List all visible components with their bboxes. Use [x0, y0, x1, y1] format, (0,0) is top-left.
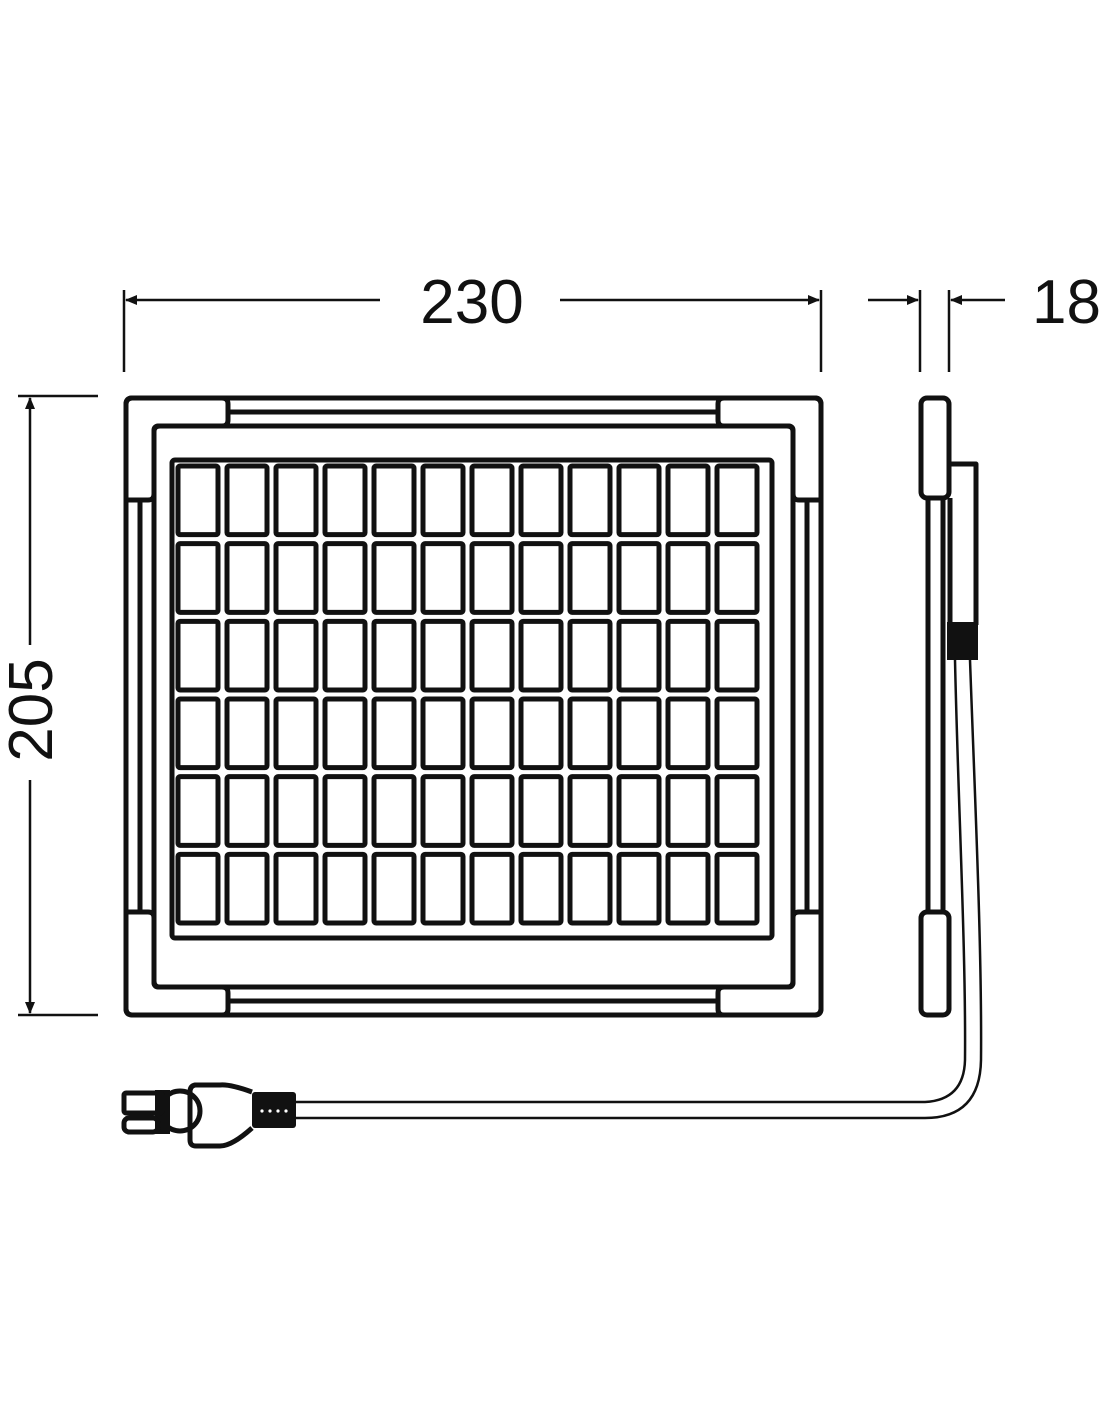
cable-strain-relief: [947, 622, 978, 660]
solar-cell: [616, 774, 662, 848]
solar-cell: [469, 618, 515, 693]
solar-cell: [224, 463, 270, 538]
solar-cell: [420, 618, 466, 693]
solar-cell: [616, 618, 662, 693]
solar-cell: [322, 463, 368, 538]
solar-cell: [518, 696, 564, 771]
solar-cell: [175, 696, 221, 771]
connector-plug-icon: [121, 1082, 296, 1149]
solar-cell: [518, 541, 564, 615]
solar-cell: [322, 541, 368, 615]
height-label: 205: [0, 658, 66, 761]
width-label: 230: [420, 268, 523, 337]
solar-cell: [420, 541, 466, 615]
solar-cell: [469, 696, 515, 771]
solar-cell: [420, 696, 466, 771]
solar-cell: [175, 463, 221, 538]
solar-cell: [567, 541, 613, 615]
solar-cell: [175, 618, 221, 693]
solar-cell: [616, 851, 662, 926]
solar-cell: [322, 851, 368, 926]
panel-front-view: [123, 395, 824, 1018]
solar-cell: [371, 774, 417, 848]
solar-cell: [567, 696, 613, 771]
solar-cell: [518, 851, 564, 926]
solar-cell: [616, 463, 662, 538]
corner-brackets: [123, 395, 824, 1018]
solar-cell: [518, 618, 564, 693]
solar-cell: [175, 541, 221, 615]
cable: [295, 659, 983, 1120]
solar-cell: [714, 774, 760, 848]
solar-cell: [420, 463, 466, 538]
solar-cell: [273, 463, 319, 538]
solar-cell: [273, 541, 319, 615]
solar-cell: [322, 774, 368, 848]
solar-cell: [371, 618, 417, 693]
solar-cell: [665, 696, 711, 771]
solar-cell: [371, 541, 417, 615]
solar-cell: [567, 851, 613, 926]
solar-cell: [665, 851, 711, 926]
solar-cell: [224, 774, 270, 848]
solar-cell: [175, 851, 221, 926]
solar-cell: [224, 541, 270, 615]
solar-cell: [616, 696, 662, 771]
solar-cell: [273, 851, 319, 926]
solar-cell: [714, 463, 760, 538]
solar-cell: [469, 463, 515, 538]
solar-cell: [371, 696, 417, 771]
solar-cell: [567, 618, 613, 693]
solar-cell: [714, 541, 760, 615]
solar-cell: [665, 463, 711, 538]
solar-cell: [175, 774, 221, 848]
depth-dimension: 18: [868, 268, 1100, 372]
solar-cell: [224, 696, 270, 771]
solar-cell: [665, 774, 711, 848]
solar-cell: [665, 541, 711, 615]
solar-cell: [273, 774, 319, 848]
height-dimension: 205: [0, 394, 98, 1017]
solar-cell: [420, 774, 466, 848]
solar-cell: [469, 541, 515, 615]
solar-cell: [567, 463, 613, 538]
solar-cell: [714, 696, 760, 771]
solar-cell: [518, 463, 564, 538]
solar-cell: [371, 463, 417, 538]
solar-cell: [322, 696, 368, 771]
width-dimension: 230: [122, 268, 823, 372]
panel-side-view: [918, 395, 979, 1018]
solar-cell-grid: [175, 463, 760, 926]
depth-label: 18: [1032, 268, 1100, 337]
solar-cell: [469, 851, 515, 926]
solar-cell: [616, 541, 662, 615]
solar-cell: [518, 774, 564, 848]
solar-cell: [567, 774, 613, 848]
solar-cell: [420, 851, 466, 926]
solar-cell: [224, 851, 270, 926]
solar-cell: [224, 618, 270, 693]
solar-cell: [469, 774, 515, 848]
solar-cell: [371, 851, 417, 926]
solar-cell: [714, 618, 760, 693]
solar-cell: [273, 618, 319, 693]
solar-cell: [714, 851, 760, 926]
solar-cell: [322, 618, 368, 693]
solar-cell: [665, 618, 711, 693]
solar-cell: [273, 696, 319, 771]
